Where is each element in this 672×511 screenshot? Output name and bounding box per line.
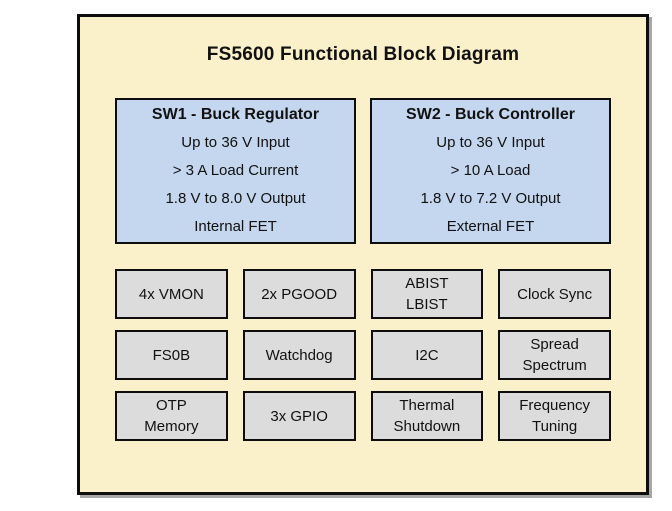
block-sw1-buck-regulator: SW1 - Buck Regulator Up to 36 V Input > … [115, 98, 356, 244]
block-i2c: I2C [370, 330, 484, 380]
sw1-spec-load: > 3 A Load Current [172, 162, 299, 179]
sw1-spec-input: Up to 36 V Input [181, 134, 290, 151]
sw2-spec-input: Up to 36 V Input [436, 134, 545, 151]
block-otp-memory: OTP Memory [115, 391, 228, 441]
sw2-spec-load: > 10 A Load [450, 162, 531, 179]
block-frequency-tuning: Frequency Tuning [498, 391, 611, 441]
sw2-spec-fet: External FET [446, 218, 535, 235]
functional-block-diagram: FS5600 Functional Block Diagram SW1 - Bu… [77, 14, 649, 495]
block-abist-lbist: ABIST LBIST [370, 269, 484, 319]
sw2-title: SW2 - Buck Controller [406, 106, 575, 123]
block-sw2-buck-controller: SW2 - Buck Controller Up to 36 V Input >… [370, 98, 611, 244]
sw1-title: SW1 - Buck Regulator [151, 106, 320, 123]
sw1-spec-fet: Internal FET [194, 218, 277, 235]
sw1-spec-output: 1.8 V to 8.0 V Output [165, 190, 306, 207]
block-fs0b: FS0B [115, 330, 228, 380]
block-thermal-shutdown: Thermal Shutdown [370, 391, 484, 441]
block-2x-pgood: 2x PGOOD [242, 269, 356, 319]
regulator-row: SW1 - Buck Regulator Up to 36 V Input > … [115, 98, 611, 244]
block-3x-gpio: 3x GPIO [242, 391, 356, 441]
sw2-spec-output: 1.8 V to 7.2 V Output [420, 190, 561, 207]
diagram-title: FS5600 Functional Block Diagram [206, 44, 520, 65]
feature-grid: 4x VMON 2x PGOOD ABIST LBIST Clock Sync … [115, 269, 611, 441]
block-watchdog: Watchdog [242, 330, 356, 380]
block-clock-sync: Clock Sync [498, 269, 611, 319]
block-spread-spectrum: Spread Spectrum [498, 330, 611, 380]
block-4x-vmon: 4x VMON [115, 269, 228, 319]
